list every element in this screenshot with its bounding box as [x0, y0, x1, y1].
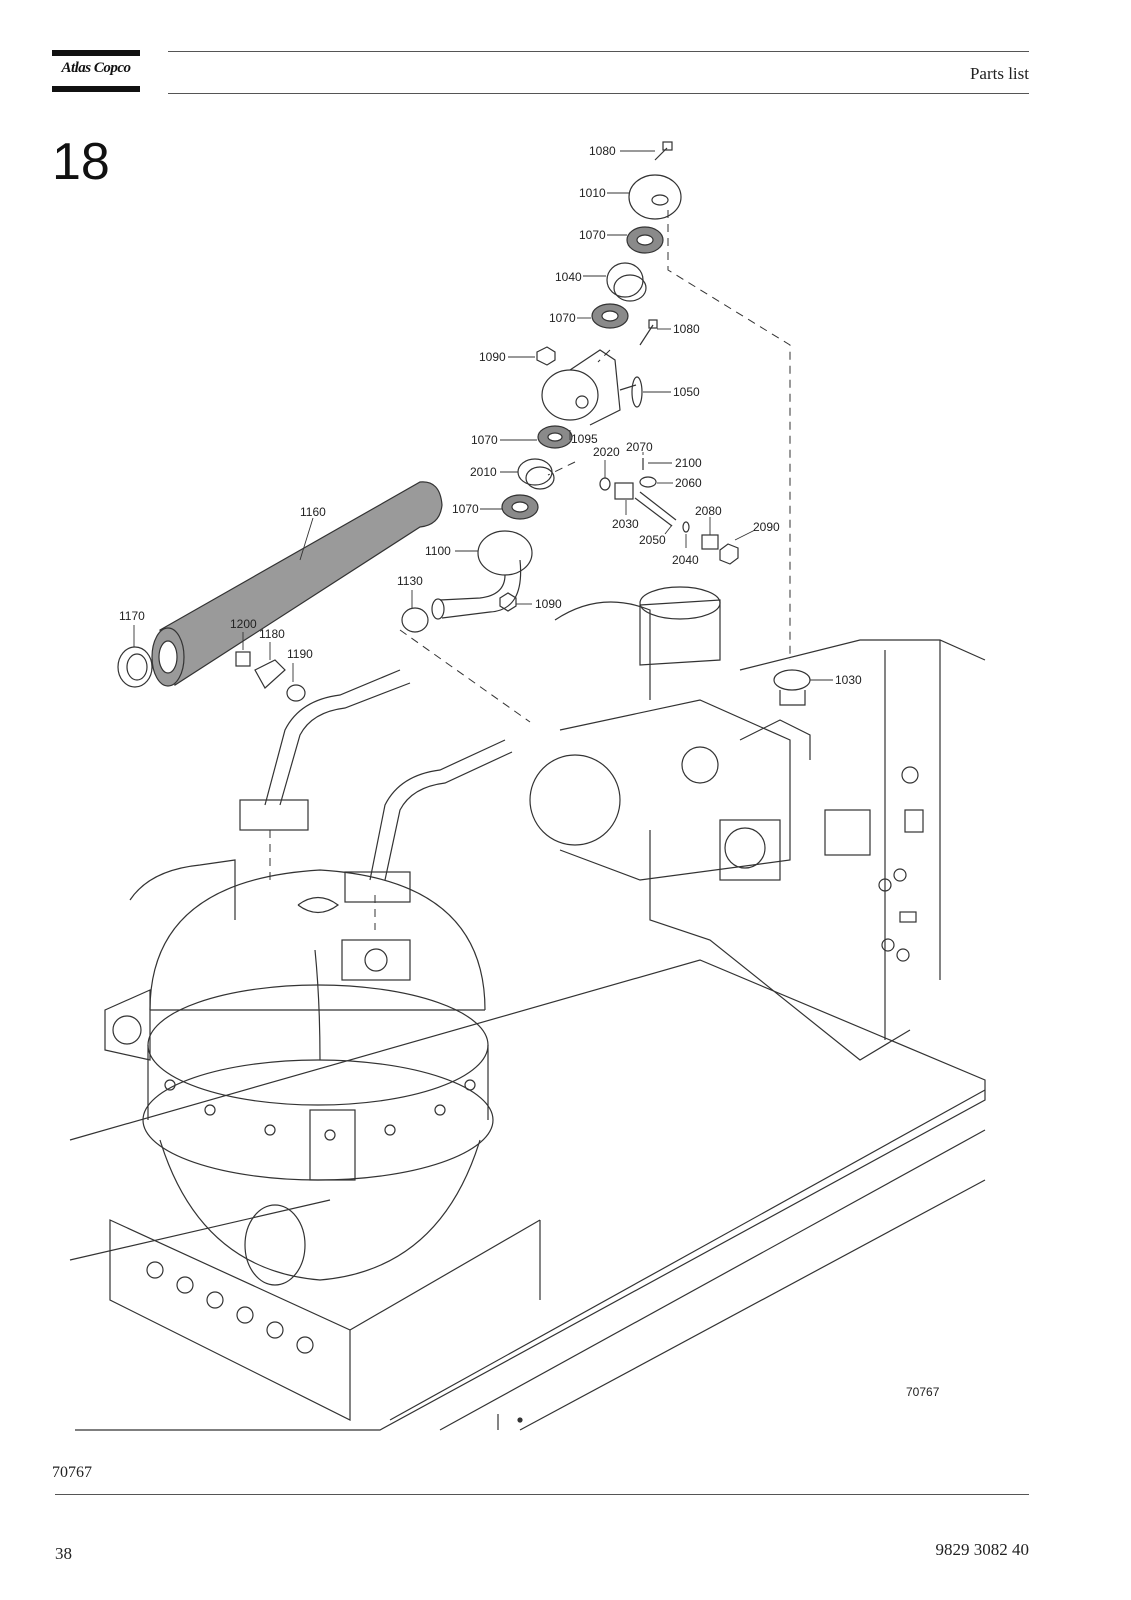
- document-number: 9829 3082 40: [935, 1540, 1030, 1559]
- drawing-figure-ref: 70767: [906, 1385, 940, 1399]
- callout-leaders: [133, 150, 833, 682]
- callout-1190: 1190: [287, 647, 313, 661]
- exploded-parts: [117, 141, 811, 706]
- header-bottom-rule: [168, 93, 1029, 94]
- logo-wordmark: Atlas Copco: [61, 60, 131, 76]
- callout-2040: 2040: [672, 553, 699, 567]
- callout-1095: 1095: [571, 432, 598, 446]
- hose-assembly: [239, 669, 513, 903]
- callout-1080a: 1080: [589, 144, 616, 158]
- separator-vessel: [104, 859, 541, 1421]
- callout-1010: 1010: [579, 186, 606, 200]
- callout-2080: 2080: [695, 504, 722, 518]
- callout-labels: 1080 1010 1070 1040 1070 1080 1090 1050 …: [119, 144, 940, 1399]
- callout-1160: 1160: [300, 505, 326, 519]
- callout-1170: 1170: [119, 609, 145, 623]
- callout-1070d: 1070: [452, 502, 479, 516]
- callout-1050: 1050: [673, 385, 700, 399]
- callout-2050: 2050: [639, 533, 666, 547]
- assembly-lines: [269, 210, 791, 930]
- insulation-tube-1160: [151, 481, 443, 687]
- callout-1130: 1130: [397, 574, 423, 588]
- section-number: 18: [52, 133, 110, 191]
- callout-1040: 1040: [555, 270, 582, 284]
- callout-2100: 2100: [675, 456, 702, 470]
- callout-1070c: 1070: [471, 433, 498, 447]
- section-title: Parts list: [969, 64, 1029, 83]
- callout-1090a: 1090: [479, 350, 506, 364]
- callout-2030: 2030: [612, 517, 639, 531]
- callout-1070a: 1070: [579, 228, 606, 242]
- drive-housing: [649, 639, 986, 1061]
- callout-1030: 1030: [835, 673, 862, 687]
- callout-2090: 2090: [753, 520, 780, 534]
- callout-1200: 1200: [230, 617, 257, 631]
- callout-1100: 1100: [425, 544, 451, 558]
- page-number: 38: [55, 1544, 72, 1563]
- logo-bottom-bar: [52, 86, 140, 92]
- callout-1180: 1180: [259, 627, 285, 641]
- callout-2070: 2070: [626, 440, 653, 454]
- compressor-element: [529, 586, 871, 881]
- footer-rule: [55, 1494, 1029, 1495]
- callout-2010: 2010: [470, 465, 497, 479]
- callout-1080b: 1080: [673, 322, 700, 336]
- callout-2060: 2060: [675, 476, 702, 490]
- callout-2020: 2020: [593, 445, 620, 459]
- callout-1070b: 1070: [549, 311, 576, 325]
- logo-top-bar: [52, 50, 140, 56]
- base-frame: [69, 959, 986, 1431]
- figure-reference: 70767: [52, 1464, 92, 1481]
- atlas-copco-logo: Atlas Copco: [52, 50, 140, 94]
- callout-1090b: 1090: [535, 597, 562, 611]
- header-top-rule: [168, 51, 1029, 52]
